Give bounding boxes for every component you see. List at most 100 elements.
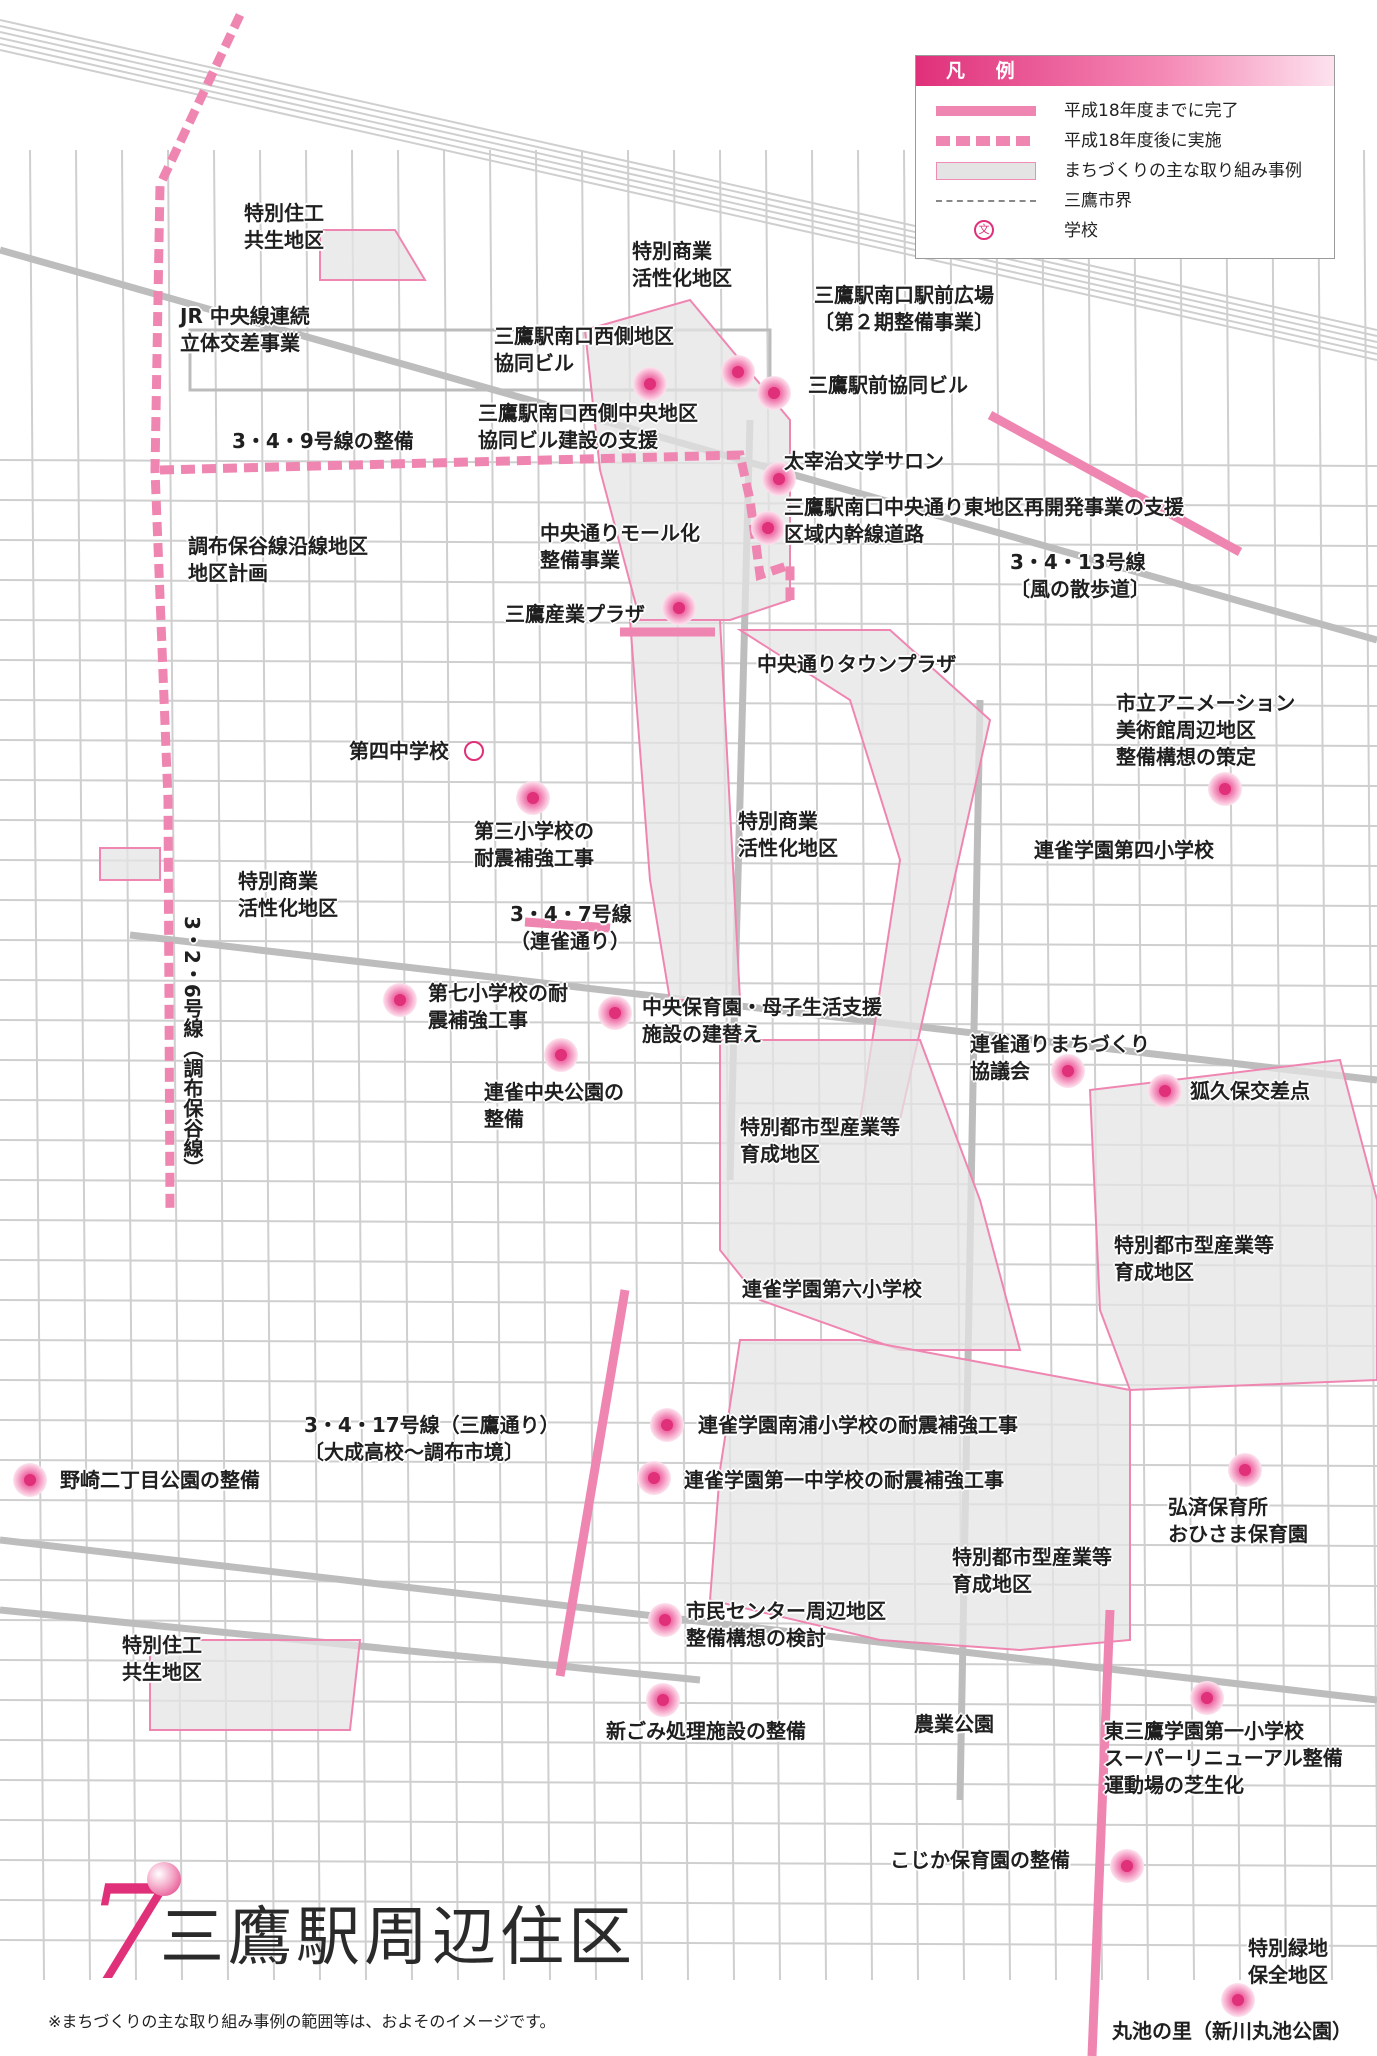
project-area: [708, 1339, 1131, 1652]
label-higashi-saikaihatsu: 三鷹駅南口中央通り東地区再開発事業の支援 区域内幹線道路: [784, 495, 1184, 546]
label-daiyon-chu: 第四中学校: [349, 739, 449, 763]
label-renjaku-park: 連雀中央公園の 整備: [484, 1080, 624, 1131]
label-toshigata-1: 特別都市型産業等 育成地区: [740, 1115, 900, 1166]
project-route: [987, 411, 1243, 556]
street-line: [0, 1939, 1377, 1947]
street-line: [0, 1499, 1377, 1507]
label-ryokuchi: 特別緑地 保全地区: [1248, 1936, 1328, 1987]
label-kojika: こじか保育園の整備: [890, 1848, 1070, 1872]
railway-track: [0, 31, 1377, 343]
shaded-area-icon: [936, 162, 1036, 180]
label-maruike: 丸池の里（新川丸池公園）: [1112, 2019, 1352, 2043]
street-line: [397, 149, 413, 1981]
project-route: [1087, 1609, 1115, 2056]
project-marker-core: [1121, 1860, 1133, 1872]
project-marker-core: [394, 994, 406, 1006]
street-line: [0, 1019, 1377, 1027]
project-markers: [13, 355, 1262, 2017]
label-minami-nishi: 三鷹駅南口西側地区 協同ビル: [494, 324, 674, 375]
street-line: [0, 1459, 1377, 1467]
project-route: [524, 917, 611, 933]
project-marker-core: [527, 792, 539, 804]
label-tokubetsu-juko-north: 特別住工 共生地区: [244, 201, 324, 252]
project-route: [150, 13, 245, 1211]
label-jr-chuo: JR 中央線連続 立体交差事業: [180, 304, 310, 355]
legend-item-completed: 平成18年度までに完了: [936, 99, 1326, 123]
legend-item-school: 文 学校: [936, 219, 1326, 243]
label-route-3413: 3・4・13号線 〔風の散歩道〕: [1010, 550, 1150, 601]
railway-track: [0, 37, 1377, 349]
project-area: [1088, 1058, 1377, 1392]
legend-item-planned: 平成18年度後に実施: [936, 129, 1326, 153]
label-renjaku-kyogikai: 連雀通りまちづくり 協議会: [970, 1032, 1150, 1083]
legend-item-area: まちづくりの主な取り組み事例: [936, 159, 1326, 183]
label-route-347: 3・4・7号線 （連雀通り）: [510, 902, 632, 953]
project-marker-core: [1159, 1085, 1171, 1097]
street-line: [0, 1419, 1377, 1427]
railway-track: [0, 49, 1377, 361]
label-nogyo-park: 農業公園: [914, 1712, 994, 1736]
label-ekimae-hiroba: 三鷹駅南口駅前広場 〔第２期整備事業〕: [814, 283, 994, 334]
label-nozaki-park: 野崎二丁目公園の整備: [60, 1468, 260, 1492]
street-line: [0, 1779, 1377, 1787]
solid-line-icon: [936, 106, 1036, 116]
railway-track: [0, 43, 1377, 355]
project-marker-core: [673, 602, 685, 614]
project-area: [719, 1039, 1022, 1351]
label-kugayama: 狐久保交差点: [1190, 1079, 1310, 1103]
street-line: [0, 1859, 1377, 1867]
project-marker-core: [661, 1419, 673, 1431]
street-line: [0, 1899, 1377, 1907]
project-marker-core: [768, 387, 780, 399]
project-marker-core: [24, 1474, 36, 1486]
district-name: 三鷹駅周辺住区: [160, 1901, 636, 1975]
dashed-line-icon: [936, 136, 1036, 146]
project-marker-core: [648, 1472, 660, 1484]
project-area: [149, 1639, 362, 1731]
label-chuo-hoikuen: 中央保育園・母子生活支援 施設の建替え: [642, 995, 882, 1046]
label-town-plaza: 中央通りタウンプラザ: [757, 652, 957, 676]
street-line: [0, 1059, 1377, 1067]
label-tokubetsu-shogyo-west: 特別商業 活性化地区: [238, 869, 338, 920]
street-line: [351, 149, 367, 1981]
label-route-326: 3・2・6号線（調布保谷線）: [180, 916, 204, 1178]
label-gomi: 新ごみ処理施設の整備: [606, 1719, 806, 1743]
street-line: [75, 149, 91, 1981]
label-mall: 中央通りモール化 整備事業: [540, 521, 700, 572]
legend-item-border: 三鷹市界: [936, 189, 1326, 213]
street-line: [443, 149, 459, 1981]
project-marker-core: [1062, 1065, 1074, 1077]
label-nanpo-sho: 連雀学園南浦小学校の耐震補強工事: [698, 1413, 1018, 1437]
label-toshigata-3: 特別都市型産業等 育成地区: [952, 1545, 1112, 1596]
project-area: [319, 229, 427, 281]
project-area: [99, 847, 161, 881]
project-route: [555, 1289, 630, 1677]
school-icon: [464, 741, 484, 761]
street-line: [489, 149, 505, 1981]
project-marker-core: [657, 1694, 669, 1706]
railway-track: [0, 19, 1377, 331]
label-dainana-sho: 第七小学校の耐 震補強工事: [428, 981, 568, 1032]
label-daiichi-chu: 連雀学園第一中学校の耐震補強工事: [684, 1468, 1004, 1492]
project-marker-core: [1239, 1464, 1251, 1476]
project-marker-core: [1219, 783, 1231, 795]
project-marker-core: [609, 1007, 621, 1019]
footnote: ※まちづくりの主な取り組み事例の範囲等は、およそのイメージです。: [48, 2012, 556, 2031]
pink-ball-icon: [147, 1862, 181, 1896]
label-renjaku-dairoku: 連雀学園第六小学校: [742, 1277, 922, 1301]
major-road: [0, 1536, 1377, 1704]
label-tokubetsu-juko-south: 特別住工 共生地区: [122, 1633, 202, 1684]
project-marker-core: [555, 1049, 567, 1061]
railway-yard: [188, 328, 772, 392]
street-line: [121, 149, 137, 1981]
school-icon: 文: [974, 220, 994, 240]
label-tokubetsu-shogyo-mid: 特別商業 活性化地区: [738, 809, 838, 860]
legend-title: 凡 例: [916, 56, 1334, 86]
label-sangyo-plaza: 三鷹産業プラザ: [505, 602, 645, 626]
label-animation: 市立アニメーション 美術館周辺地区 整備構想の策定: [1116, 691, 1296, 769]
label-toshigata-2: 特別都市型産業等 育成地区: [1114, 1233, 1274, 1284]
street-line: [0, 1579, 1377, 1587]
street-line: [0, 1539, 1377, 1547]
railway-track: [0, 25, 1377, 337]
